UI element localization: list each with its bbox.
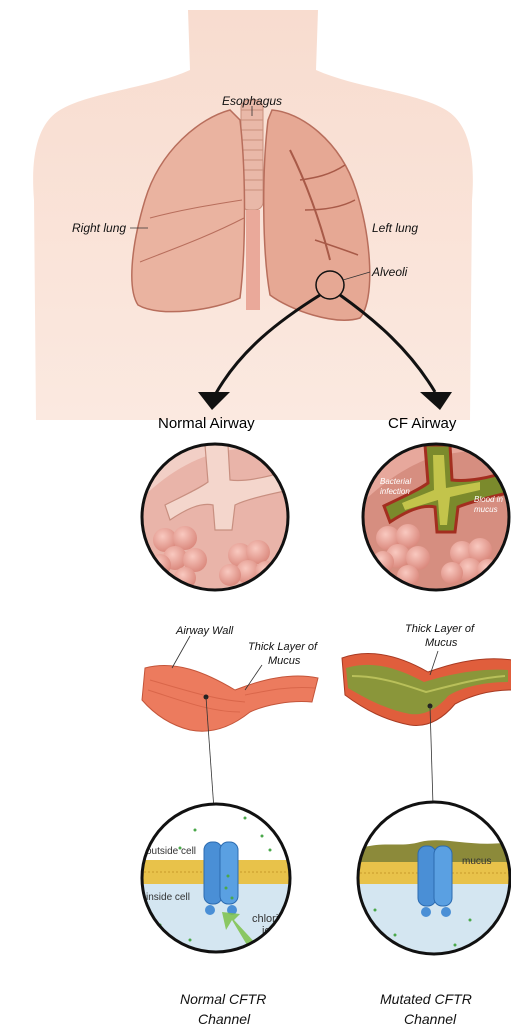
blood-in-mucus-label-1: Blood in bbox=[474, 495, 503, 504]
mutated-cftr-caption-2: Channel bbox=[404, 1011, 457, 1027]
normal-airway-title: Normal Airway bbox=[158, 415, 255, 432]
cf-airway-circle: Bacterial infection Blood in mucus bbox=[360, 440, 511, 600]
chloride-label-1: chloride bbox=[252, 913, 291, 925]
bacterial-infection-label-2: infection bbox=[380, 487, 410, 496]
normal-cftr-circle: outside cell inside cell chloride ions bbox=[140, 800, 292, 960]
airway-wall-label: Airway Wall bbox=[175, 625, 234, 637]
left-lung-label: Left lung bbox=[372, 221, 418, 235]
inside-cell-label: inside cell bbox=[146, 892, 190, 903]
right-lung-label: Right lung bbox=[72, 221, 126, 235]
thick-layer-right-label-1: Thick Layer of bbox=[405, 623, 475, 635]
thick-layer-right-label-2: Mucus bbox=[425, 637, 458, 649]
thick-layer-left-label-1: Thick Layer of bbox=[248, 641, 318, 653]
thick-layer-left-label-2: Mucus bbox=[268, 655, 301, 667]
torso-illustration: Esophagus Right lung Left lung Alveoli bbox=[33, 10, 473, 420]
normal-cftr-caption-1: Normal CFTR bbox=[180, 991, 266, 1007]
esophagus-label: Esophagus bbox=[222, 94, 282, 108]
alveoli-label: Alveoli bbox=[371, 265, 408, 279]
outside-cell-label: outside cell bbox=[146, 846, 196, 857]
normal-airway-circle bbox=[140, 440, 290, 600]
blood-in-mucus-label-2: mucus bbox=[474, 505, 498, 514]
normal-cftr-caption-2: Channel bbox=[198, 1011, 251, 1027]
cf-airway-title: CF Airway bbox=[388, 415, 457, 432]
mutated-cftr-caption-1: Mutated CFTR bbox=[380, 991, 472, 1007]
bacterial-infection-label-1: Bacterial bbox=[380, 477, 411, 486]
mucus-label: mucus bbox=[462, 856, 491, 867]
mutated-cftr-circle: mucus bbox=[356, 800, 511, 960]
